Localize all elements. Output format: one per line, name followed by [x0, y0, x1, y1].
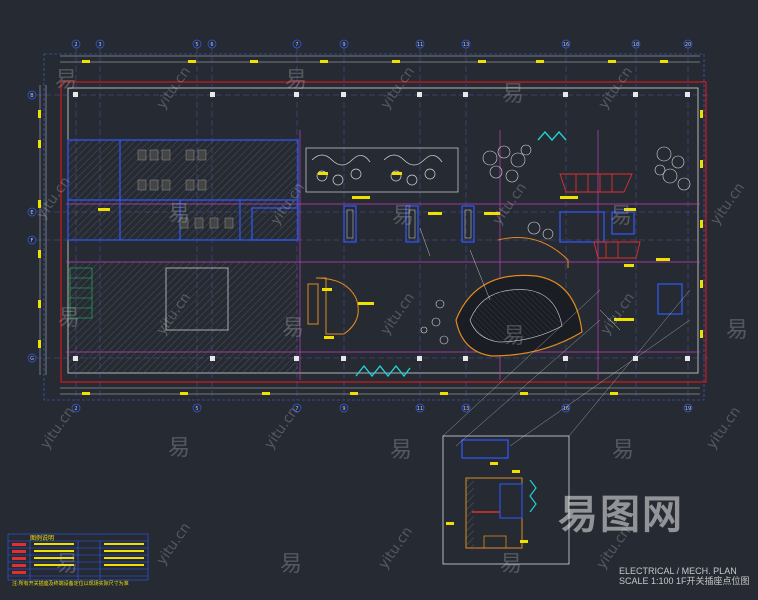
detail-enlargement [442, 289, 691, 565]
grid-label-bottom-9: 9 [342, 406, 345, 412]
grid-label-top-5: 5 [195, 42, 198, 48]
grid-label-top-16: 16 [563, 42, 569, 48]
yellow-markers [38, 60, 703, 395]
planters [482, 144, 691, 240]
grid-label-left-E: E [30, 210, 33, 216]
drawing-title-block: ELECTRICAL / MECH. PLAN SCALE 1:100 1F开关… [619, 566, 750, 586]
grid-label-left-F: F [31, 238, 34, 244]
back-of-house-area [67, 139, 299, 374]
grid-label-top-3: 3 [98, 42, 101, 48]
grid-label-top-2: 2 [74, 42, 77, 48]
grid-label-top-11: 11 [417, 42, 423, 48]
grid-frame [43, 53, 705, 401]
leader-lines [419, 227, 621, 331]
drawing-title: ELECTRICAL / MECH. PLAN [619, 566, 737, 576]
grid-label-bottom-5: 5 [195, 406, 198, 412]
grid-label-top-18: 18 [633, 42, 639, 48]
drawing-notes: 注:所有开关插座及终端设备定位以现场实际尺寸为准 [12, 581, 129, 587]
watermark-brand-logo: 易图网 [558, 492, 684, 538]
grid-bubbles-top [27, 39, 693, 413]
counters-inner [346, 209, 472, 239]
drawing-scale: SCALE 1:100 1F开关插座点位图 [619, 576, 750, 586]
grid-label-top-9: 9 [342, 42, 345, 48]
grid-label-bottom-16: 16 [563, 406, 569, 412]
grid-label-bottom-11: 11 [417, 406, 423, 412]
electrical-symbols [98, 172, 670, 339]
grid-label-top-7: 7 [295, 42, 298, 48]
central-feature [420, 274, 583, 357]
grid-label-left-B: B [30, 93, 34, 99]
legend-table [7, 533, 149, 581]
grid-label-bottom-7: 7 [295, 406, 298, 412]
grid-label-top-6: 6 [210, 42, 213, 48]
building-outline-red [60, 81, 707, 383]
lounge-seating [305, 147, 459, 193]
dimension-lines [39, 55, 700, 395]
reception-desk [307, 237, 569, 335]
entrance-marks [355, 130, 567, 378]
grid-label-bottom-2: 2 [74, 406, 77, 412]
grid-label-bottom-19: 19 [685, 406, 691, 412]
grid-label-top-13: 13 [463, 42, 469, 48]
grid-bubble-labels: 2 3 5 6 7 9 11 13 16 18 20 2 5 7 9 11 13… [30, 42, 691, 412]
legend-swatches [12, 543, 144, 574]
grid-label-top-20: 20 [685, 42, 691, 48]
stairs [559, 173, 641, 259]
grid-label-left-G: G [30, 356, 34, 362]
legend-header: 图例说明 [30, 535, 55, 542]
structural-columns [73, 92, 690, 361]
grid-label-bottom-13: 13 [463, 406, 469, 412]
